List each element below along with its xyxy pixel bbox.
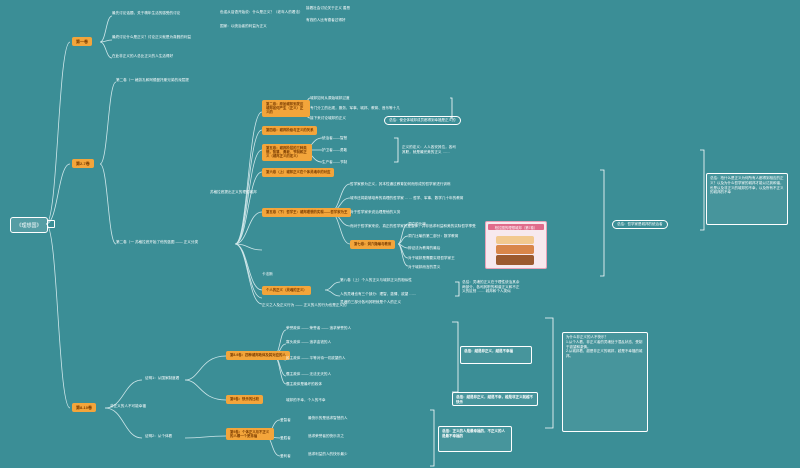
b2-sub-1c[interactable]: 接下来讨论城邦的正义: [310, 116, 346, 120]
cake-layer-middle: [496, 245, 534, 254]
b1-topic-1[interactable]: 最先讨论话题，关于精年生活的感受的讨论: [112, 11, 181, 15]
cake-layer-top: [496, 236, 534, 244]
b2-sub-1[interactable]: 第二卷：原始城邦到发达城邦如何产生（正义）正义的: [262, 100, 310, 117]
b2-sub-6e[interactable]: 对于城邦而言的意义: [408, 265, 441, 269]
b3-opt-3cc[interactable]: 追求利益的人的快乐最少: [308, 452, 348, 456]
b3-opt-1c[interactable]: 民主政体 —— 平等对待一切欲望的人: [286, 356, 346, 360]
b3-opt-1d[interactable]: 僭主政体 —— 无法无天的人: [286, 372, 332, 376]
b2-sub-5b[interactable]: 城市还将能够培养的真理的哲学家 …… 哲学、军事、数学几十年的教育: [350, 196, 464, 200]
b2-part-3b[interactable]: 人的灵魂也有三个部分：理智、激情、欲望 ……: [340, 292, 417, 296]
b3-proof-2[interactable]: 证明2：从个体看: [145, 434, 173, 438]
b2-sub-5a[interactable]: 哲学家即为正义，其本性通过教育如何而形成的哲学家进行训练: [350, 182, 451, 186]
b2-part-4[interactable]: 正义之人及正义行为 —— 正义的人的行为也是正义的: [262, 303, 347, 307]
note-icon[interactable]: [47, 220, 55, 228]
ideal-city-illustration: 柏拉图的理想城邦（第7卷）: [485, 221, 547, 269]
b2-sub-6b[interactable]: 洞穴比喻的第二部分：数学教育: [408, 234, 459, 238]
b3-opt-1a[interactable]: 荣誉政体 —— 荣誉者 —— 追求荣誉的人: [286, 326, 352, 330]
b2-part-1[interactable]: 第二卷（一 格劳孔和阿德曼托斯兄弟的深层提: [116, 78, 189, 82]
branch-volume-8-10[interactable]: 第8-10卷: [72, 403, 97, 412]
b3-opt-1e[interactable]: 僭主政体是最坏的政体: [286, 382, 322, 386]
b2-part-3a[interactable]: 第八卷（上）个人的正义与城邦正义的相似性: [340, 278, 412, 282]
b1-leaf-1b[interactable]: 国家：以统治者的利益为正义: [220, 24, 267, 28]
b2-part-2[interactable]: 第二卷（一 苏格拉底开始了他的蓝图 —— 正义分类: [116, 240, 199, 244]
b3-main[interactable]: 非正义的人不可能幸福: [110, 404, 146, 408]
b3-opt-3aa[interactable]: 最快乐的是追求智慧的人: [308, 416, 348, 420]
b2-sub-3[interactable]: 第五卷：城邦阶层的三种美德，智慧、勇敢、节制和正义（城邦正义的定义）: [262, 144, 312, 161]
b2-sub-6a[interactable]: 洞穴的比喻: [408, 222, 426, 226]
b3-proof-1[interactable]: 证明1：从国家制度看: [145, 376, 180, 380]
b3-opt-1[interactable]: 第8-9卷：四种城邦政体及其对应的人: [226, 351, 290, 360]
b2-sub-6[interactable]: 第七卷：洞穴隐喻与教育: [350, 240, 396, 249]
b3-opt-3bb[interactable]: 追求荣誉者的快乐次之: [308, 434, 344, 438]
b2-sub-3c[interactable]: 生产者——节制: [322, 160, 348, 164]
b3-opt-1b[interactable]: 寡头政体 —— 追求金钱的人: [286, 340, 332, 344]
b2-sub-3a[interactable]: 统治者——智慧: [322, 136, 348, 140]
b1-leaf-2[interactable]: 接着社会讨论关于正义 善恶: [306, 6, 351, 10]
b3-note-a[interactable]: 总结：越是非正义，越是不幸福: [460, 346, 532, 364]
b3-final-note[interactable]: 为什么非正义的人不快乐？ 1.从个人看，非正义者的灵魂处于混乱状态，受制于欲望和…: [562, 332, 648, 432]
b2-sub-6d[interactable]: 对于城邦是需要实现哲学家王: [408, 256, 455, 260]
b2-sub-4[interactable]: 第六卷（上）城邦正义在个体灵魂中的对应: [262, 168, 335, 177]
b1-leaf-1[interactable]: 色诺从话语开始说：什么是正义？（老年人的看法）: [220, 10, 303, 14]
b2-part-5[interactable]: 卡法斯: [262, 272, 273, 276]
b3-opt-3b[interactable]: 爱胜者: [280, 436, 291, 440]
b2-part-3c[interactable]: 灵魂的三部分各司其职就是个人的正义: [340, 300, 402, 304]
b2-ideal-city[interactable]: 苏格拉底提出正义的理想城邦: [210, 190, 257, 194]
branch-volume-2-7[interactable]: 第2-7卷: [72, 159, 94, 168]
b2-sub-2[interactable]: 第四卷：城邦阶级与正义的关系: [262, 126, 318, 135]
b1-topic-2[interactable]: 最终讨论什么是正义？讨论正义就是为真假的利益: [112, 35, 192, 39]
b3-opt-2[interactable]: 第9卷：快乐的比较: [226, 395, 264, 404]
b2-right-note[interactable]: 总结：柏什么是正义为何所有人都得到相应的正义？以及为什么哲学家的城邦才能以达到和…: [706, 173, 788, 225]
b1-leaf-3[interactable]: 有钱的人比有德者过得好: [306, 18, 346, 22]
b3-opt-3c[interactable]: 爱利者: [280, 454, 291, 458]
b2-sub-5d[interactable]: 而对于哲学家来说，真正的哲学家热爱整体，并非追求利益和美的实际哲学享受: [350, 224, 476, 228]
b2-part-3-note[interactable]: 总结：灵魂的正义在于理性统治其余两部分，各司其职的和谐正义和不正义的区别 …… …: [462, 280, 520, 294]
b2-sub-1-note[interactable]: 总结：使全体城邦成员都得到幸福是正义的: [384, 116, 461, 125]
root-node[interactable]: 《理想国》: [10, 217, 55, 233]
b2-part-3[interactable]: 个人的正义（灵魂的正义）: [262, 286, 311, 295]
b3-opt-3a[interactable]: 爱智者: [280, 418, 291, 422]
b3-note-b[interactable]: 总结：越是非正义，越是不幸，越是非正义就越不快乐: [452, 392, 538, 406]
b1-topic-3[interactable]: 在此非正义的人总比正义的人生活得好: [112, 54, 174, 58]
b2-mid-note[interactable]: 总结：哲学家是城邦的统治者: [612, 220, 668, 229]
cake-layer-bottom: [496, 255, 534, 265]
b2-sub-5c[interactable]: 对于哲学家来说治理是他的义务: [350, 210, 401, 214]
branch-volume-1[interactable]: 第一卷: [72, 37, 92, 46]
b2-sub-1b[interactable]: 专门分工的出现，服务、军事、城邦、教育、音乐等十几: [310, 106, 400, 110]
b2-sub-3b[interactable]: 护卫者——勇敢: [322, 148, 348, 152]
b3-opt-2a[interactable]: 城邦的不幸，个人的不幸: [286, 398, 326, 402]
b2-sub-1a[interactable]: 城邦如何从原始城邦过渡: [310, 96, 350, 100]
b2-sub-3-note[interactable]: 正义的定义：人人各安其位，各司其职，就是最完美的正义 ……: [402, 145, 456, 154]
b2-sub-6c[interactable]: 辩证法为教育的最后: [408, 246, 441, 250]
b2-sub-5[interactable]: 第五卷（下）哲学王：城邦理想的实现——哲学家为王: [262, 208, 352, 217]
illustration-title: 柏拉图的理想城邦（第7卷）: [488, 224, 544, 230]
root-label: 《理想国》: [16, 222, 42, 229]
b3-note-c[interactable]: 总结：正义的人是最幸福的，不正义的人是最不幸福的: [438, 426, 512, 452]
b3-opt-3[interactable]: 第9卷：个体正义与不正义的人哪一个更幸福: [226, 428, 274, 441]
